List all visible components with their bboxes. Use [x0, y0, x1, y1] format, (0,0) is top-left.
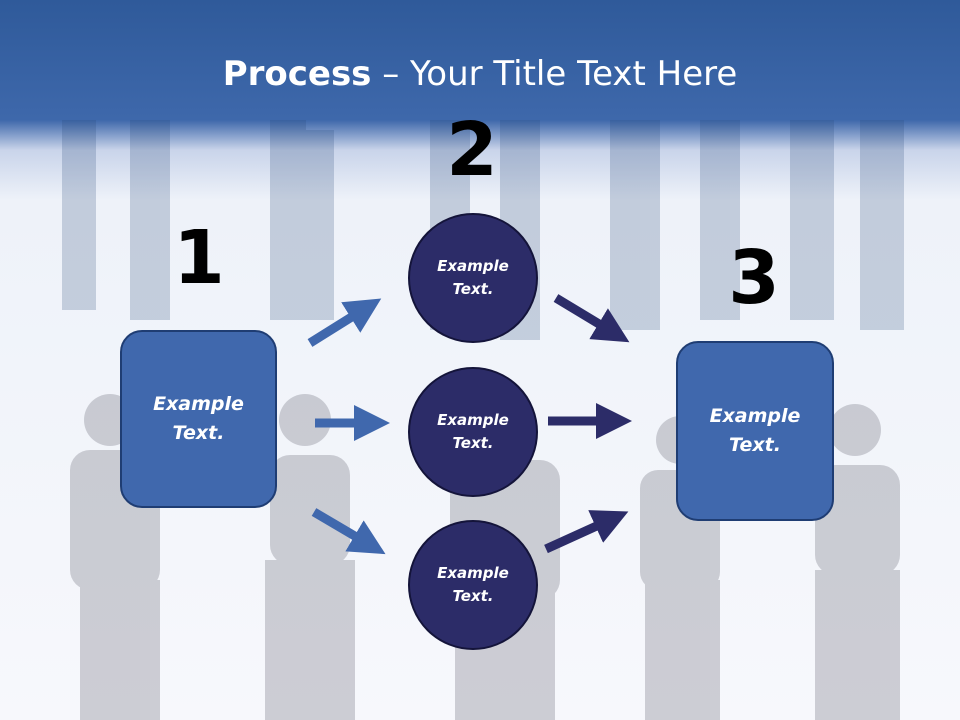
arrow-bottom-circle-to-box — [544, 510, 629, 554]
title-rest: – Your Title Text Here — [371, 54, 738, 94]
arrow-top-circle-to-box — [553, 294, 630, 343]
right-box-line-1: Example — [709, 405, 801, 427]
left-box-line-2: Text. — [172, 422, 225, 444]
slide-title: Process – Your Title Text Here — [0, 52, 960, 96]
step-number-3: 3 — [728, 235, 780, 321]
arrow-box-to-top-circle — [307, 298, 382, 347]
left-box-line-1: Example — [153, 393, 244, 415]
step-number-1: 1 — [173, 215, 225, 301]
right-box-line-2: Text. — [729, 434, 781, 456]
title-bold: Process — [222, 54, 372, 94]
top-circle-line-2: Text. — [452, 280, 494, 298]
arrow-box-to-bottom-circle — [311, 508, 386, 555]
bottom-circle-line-1: Example — [437, 564, 509, 582]
top-circle-line-1: Example — [437, 257, 509, 275]
bottom-circle-line-2: Text. — [452, 587, 494, 605]
step-number-2: 2 — [446, 107, 498, 193]
middle-circle-line-1: Example — [437, 411, 509, 429]
middle-circle-line-2: Text. — [452, 434, 494, 452]
